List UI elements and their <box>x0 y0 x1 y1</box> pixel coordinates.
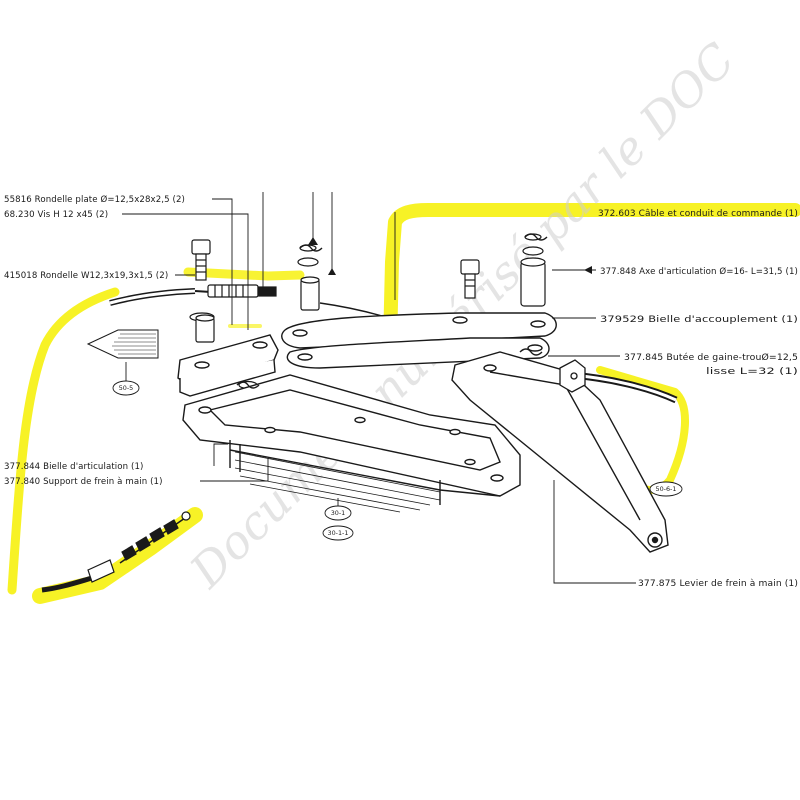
cable-adjuster <box>207 284 277 298</box>
ref-30-1: 30-1 <box>331 509 346 517</box>
bolt-left <box>191 239 211 281</box>
ref-50-5: 50-5 <box>119 384 134 392</box>
articulation-link <box>177 334 279 397</box>
label-axe: 377.848 Axe d'articulation Ø=16- L=31,5 … <box>600 266 798 277</box>
label-vis: 68.230 Vis H 12 x45 (2) <box>4 210 108 220</box>
ref-bubble-50-5: 50-5 <box>112 380 140 396</box>
label-levier: 377.875 Levier de frein à main (1) <box>638 579 798 589</box>
label-support: 377.840 Support de frein à main (1) <box>4 477 163 487</box>
label-rondelle-plate: 55816 Rondelle plate Ø=12,5x28x2,5 (2) <box>4 194 185 205</box>
ref-bubble-30-1: 30-1 <box>324 505 352 521</box>
ref-bubble-50-6-1: 50-6-1 <box>649 481 683 497</box>
label-butee-line1: 377.845 Butée de gaine-trouØ=12,5 <box>624 352 798 363</box>
cable-end-nuts <box>87 511 191 583</box>
label-butee-line2: lisse L=32 (1) <box>706 367 798 377</box>
label-bielle-articulation: 377.844 Bielle d'articulation (1) <box>4 462 144 472</box>
leader-arrows <box>308 237 592 275</box>
direction-arrow <box>86 329 159 359</box>
circlips <box>236 233 548 389</box>
label-cable: 372.603 Câble et conduit de commande (1) <box>598 209 798 219</box>
ref-50-6-1: 50-6-1 <box>656 485 677 493</box>
bolt-right <box>460 259 480 299</box>
label-rondelle-w: 415018 Rondelle W12,3x19,3x1,5 (2) <box>4 271 168 281</box>
handbrake-support <box>182 374 521 505</box>
ref-30-1-1: 30-1-1 <box>328 529 349 537</box>
label-bielle-accouplement: 379529 Bielle d'accouplement (1) <box>600 315 798 325</box>
ref-bubble-30-1-1: 30-1-1 <box>322 525 354 541</box>
leader-lines <box>122 192 636 584</box>
support-body-lines <box>234 451 441 513</box>
sheath-stop <box>559 359 586 393</box>
